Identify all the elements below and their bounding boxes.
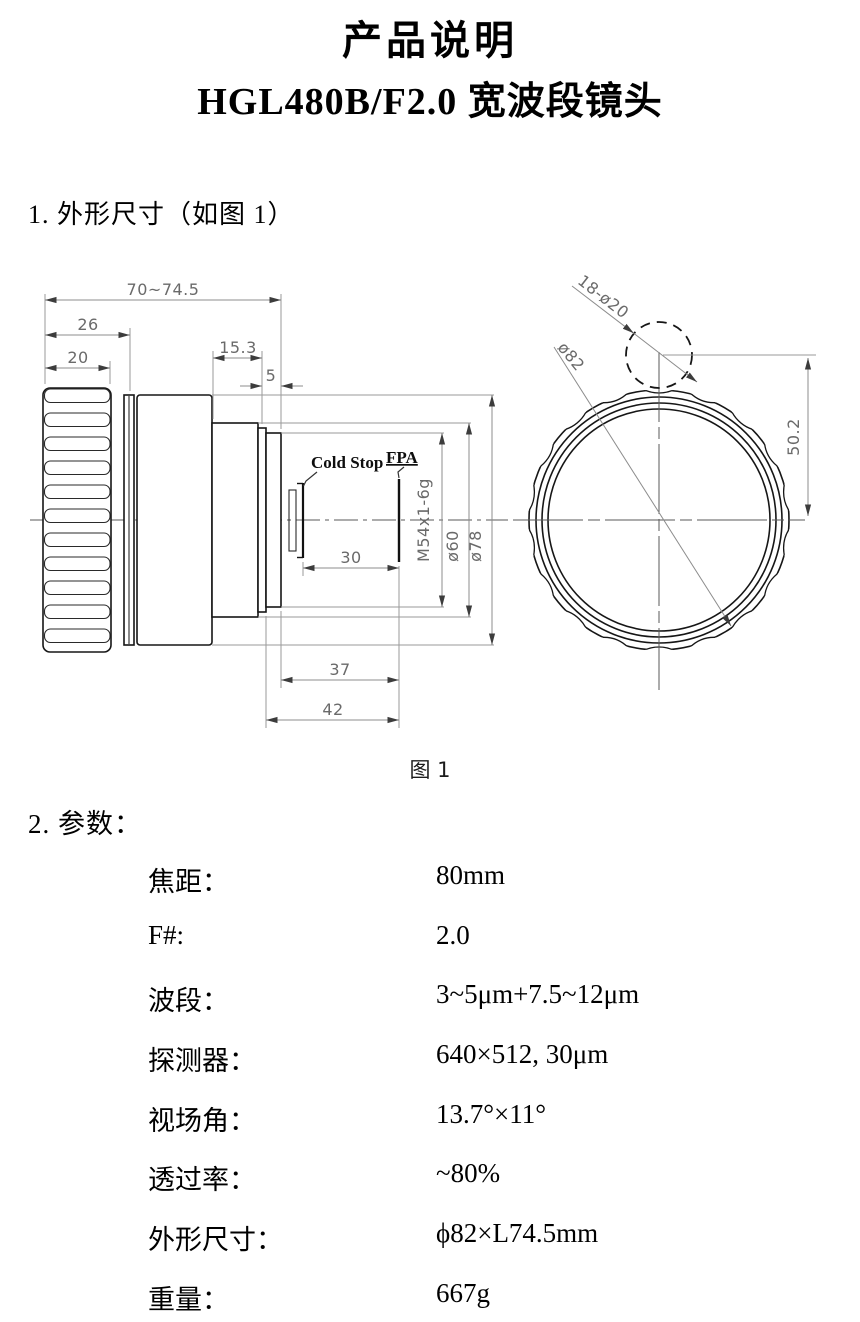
param-label: 视场角： bbox=[148, 1106, 256, 1136]
param-value: 13.7°×11° bbox=[436, 1099, 547, 1129]
page-title: 产品说明 bbox=[342, 18, 518, 63]
knurled-focus-ring bbox=[42, 387, 112, 653]
dim-dia-60: ø60 bbox=[443, 530, 462, 562]
dim-37: 37 bbox=[329, 660, 350, 679]
window-element bbox=[288, 489, 297, 552]
param-label: 波段： bbox=[148, 986, 229, 1016]
param-value: ϕ82×L74.5mm bbox=[436, 1218, 599, 1248]
section-1-heading: 1. 外形尺寸（如图 1） bbox=[28, 200, 295, 229]
section-2-heading: 2. 参数： bbox=[28, 809, 142, 839]
param-row-detector: 探测器： 640×512, 30μm bbox=[0, 1039, 860, 1079]
fpa-label: FPA bbox=[386, 448, 419, 467]
param-row-waveband: 波段： 3~5μm+7.5~12μm bbox=[0, 979, 860, 1019]
cold-stop-label: Cold Stop bbox=[311, 453, 383, 472]
dim-50-2: 50.2 bbox=[784, 418, 803, 456]
dim-30: 30 bbox=[340, 548, 361, 567]
dim-15-3: 15.3 bbox=[219, 338, 257, 357]
param-label: 探测器： bbox=[148, 1046, 256, 1076]
fpa-assembly: FPA bbox=[386, 448, 419, 562]
dim-knurl-18-d20: 18-ø20 bbox=[574, 271, 632, 322]
cold-stop-assembly: Cold Stop bbox=[288, 453, 383, 559]
param-row-focal-length: 焦距： 80mm bbox=[0, 860, 860, 900]
param-label: 透过率： bbox=[148, 1165, 256, 1195]
dim-overall-length: 70~74.5 bbox=[127, 280, 200, 299]
dim-20: 20 bbox=[67, 348, 88, 367]
front-view: 18-ø20 ø82 50.2 bbox=[513, 271, 816, 690]
param-value: 640×512, 30μm bbox=[436, 1039, 609, 1069]
param-value: 667g bbox=[436, 1278, 490, 1308]
side-view: Cold Stop FPA 70~74.5 26 20 15.3 5 30 bbox=[30, 280, 508, 728]
barrel-step bbox=[211, 422, 259, 618]
mount-flange bbox=[265, 432, 282, 608]
product-model-subtitle: HGL480B/F2.0 宽波段镜头 bbox=[197, 81, 663, 123]
param-label: F#: bbox=[148, 920, 185, 950]
param-value: 2.0 bbox=[436, 920, 470, 950]
dim-dia-78: ø78 bbox=[466, 530, 485, 562]
param-row-weight: 重量： 667g bbox=[0, 1278, 860, 1318]
dim-dia-82: ø82 bbox=[554, 338, 589, 374]
param-row-transmittance: 透过率： ~80% bbox=[0, 1158, 860, 1198]
dim-thread-m54: M54x1-6g bbox=[414, 478, 433, 562]
param-label: 重量： bbox=[148, 1285, 229, 1315]
dim-5: 5 bbox=[266, 366, 277, 385]
param-value: 80mm bbox=[436, 860, 506, 890]
param-row-fov: 视场角： 13.7°×11° bbox=[0, 1099, 860, 1139]
small-step bbox=[257, 427, 267, 613]
param-row-dimensions: 外形尺寸： ϕ82×L74.5mm bbox=[0, 1218, 860, 1258]
param-label: 焦距： bbox=[148, 867, 229, 897]
main-barrel bbox=[136, 394, 213, 646]
param-value: ~80% bbox=[436, 1158, 501, 1188]
param-label: 外形尺寸： bbox=[148, 1225, 283, 1255]
param-value: 3~5μm+7.5~12μm bbox=[436, 979, 640, 1009]
param-row-f-number: F#: 2.0 bbox=[0, 920, 860, 960]
dim-26: 26 bbox=[77, 315, 98, 334]
figure-caption: 图 1 bbox=[409, 758, 451, 782]
dim-42: 42 bbox=[322, 700, 343, 719]
